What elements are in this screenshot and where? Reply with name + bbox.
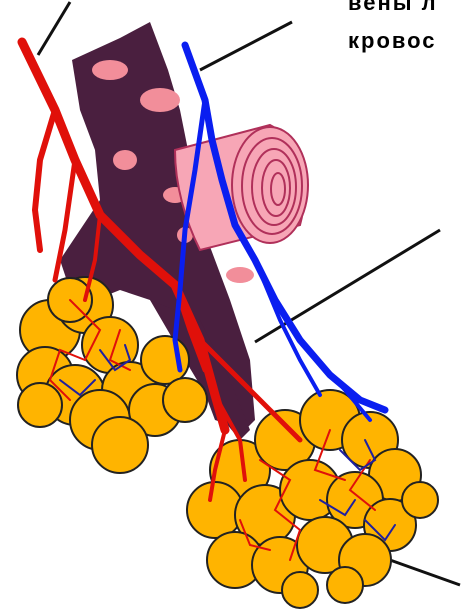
pointer-line-alveoli — [390, 560, 460, 585]
pointer-line-vein — [200, 22, 292, 70]
label-veins-line2: кровос — [348, 28, 437, 54]
label-veins-line1: вены л — [348, 0, 438, 16]
pointer-line-artery — [38, 2, 70, 55]
